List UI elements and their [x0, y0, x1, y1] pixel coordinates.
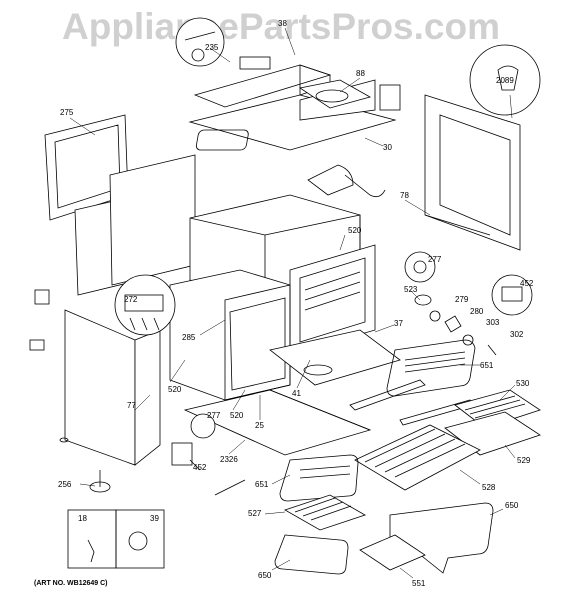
- callout-272: 272: [124, 295, 138, 304]
- part-blower-detail: [175, 17, 271, 70]
- part-broil-element-lower: [274, 534, 349, 575]
- callout-530: 530: [516, 379, 530, 388]
- callout-280: 280: [470, 307, 484, 316]
- callout-650-left: 650: [258, 571, 272, 580]
- part-knob-detail: [469, 44, 541, 119]
- callout-25: 25: [255, 421, 264, 430]
- callout-452-right: 452: [520, 279, 534, 288]
- callout-285: 285: [182, 333, 196, 342]
- callout-30: 30: [383, 143, 392, 152]
- part-terminal-block: [114, 274, 176, 336]
- callout-labels: 275 235 38 88 2089 30 78 520 277 452 523…: [58, 19, 534, 588]
- part-rear-right-panel: [424, 94, 521, 251]
- leader-lines: [69, 27, 516, 579]
- callout-2089: 2089: [496, 76, 514, 85]
- callout-78: 78: [400, 191, 409, 200]
- part-connector-right: [491, 274, 533, 316]
- callout-551: 551: [412, 579, 426, 588]
- part-convection-fan-lower: [171, 413, 216, 471]
- part-oven-bottom: [269, 329, 401, 386]
- part-lower-oven-cavity: [169, 269, 291, 401]
- callout-520-left: 520: [168, 385, 182, 394]
- callout-523: 523: [404, 285, 418, 294]
- part-bake-element-upper: [386, 339, 476, 397]
- callout-256: 256: [58, 480, 72, 489]
- callout-38: 38: [278, 19, 287, 28]
- callout-37: 37: [394, 319, 403, 328]
- callout-88: 88: [356, 69, 365, 78]
- callout-651-lower: 651: [255, 480, 269, 489]
- callout-279: 279: [455, 295, 469, 304]
- callout-277-lower: 277: [207, 411, 221, 420]
- callout-520-lower: 520: [230, 411, 244, 420]
- callout-528: 528: [482, 483, 496, 492]
- part-small-hardware: [414, 294, 497, 356]
- watermark: AppliancePartsPros.com: [62, 6, 500, 47]
- part-drip-tray: [359, 534, 426, 571]
- part-oven-rack-large: [354, 424, 481, 491]
- callout-77: 77: [127, 401, 136, 410]
- callout-235: 235: [205, 43, 219, 52]
- callout-302: 302: [510, 330, 524, 339]
- callout-452-left: 452: [193, 463, 207, 472]
- part-upper-oven-frame: [289, 244, 376, 356]
- art-number: (ART NO. WB12649 C): [34, 580, 108, 587]
- part-bake-element-lower: [279, 454, 359, 502]
- callout-39: 39: [150, 514, 159, 523]
- part-leveling-leg: [59, 437, 111, 493]
- callout-275: 275: [60, 108, 74, 117]
- callout-651-upper: 651: [480, 361, 494, 370]
- callout-303: 303: [486, 318, 500, 327]
- part-oven-rack-small: [284, 494, 366, 531]
- callout-18: 18: [78, 514, 87, 523]
- part-inset-boxes: [67, 509, 165, 569]
- part-vent-duct: [298, 79, 372, 109]
- part-left-outer-panel: [64, 309, 161, 466]
- part-convection-fan-upper: [404, 251, 436, 283]
- callout-527: 527: [248, 509, 262, 518]
- callout-277-upper: 277: [428, 255, 442, 264]
- callout-41: 41: [292, 389, 301, 398]
- part-base-pan: [183, 389, 372, 456]
- callout-2326: 2326: [220, 455, 238, 464]
- callout-529: 529: [517, 456, 531, 465]
- callout-520-upper: 520: [348, 226, 362, 235]
- part-left-inner-wall: [74, 154, 196, 296]
- callout-650-right: 650: [505, 501, 519, 510]
- part-misc-wiring: [29, 84, 401, 496]
